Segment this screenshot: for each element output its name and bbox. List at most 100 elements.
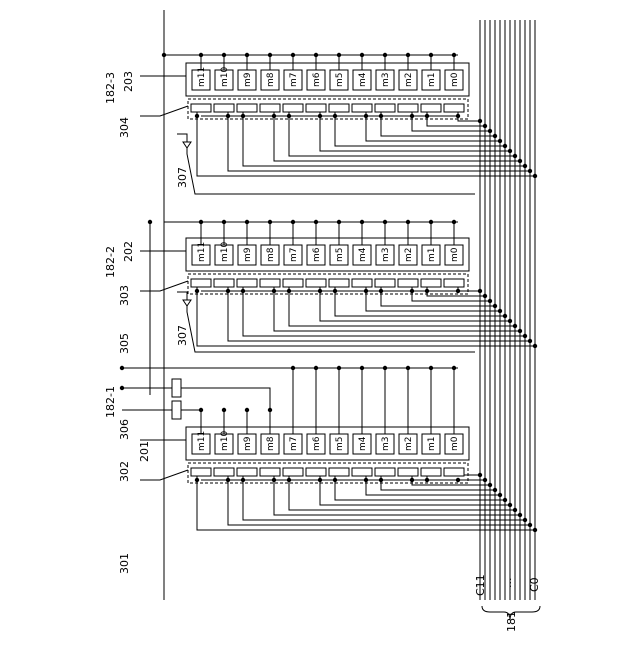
junction-dot [360, 220, 364, 224]
junction-dot [518, 159, 522, 163]
junction-dot [318, 289, 322, 293]
junction-dot [245, 220, 249, 224]
junction-dot [222, 408, 226, 412]
junction-dot [195, 289, 199, 293]
memory-cell-label: m11 [197, 242, 207, 262]
switch-element [191, 279, 211, 287]
junction-dot [483, 124, 487, 128]
switch-element [237, 104, 257, 112]
block-2: m11m10m9m8m7m6m5m4m3m2m1m0 [186, 238, 469, 294]
junction-dot [518, 329, 522, 333]
junction-dot [241, 289, 245, 293]
junction-dot [452, 366, 456, 370]
memory-cell-label: m1 [427, 437, 437, 452]
switch-element [214, 104, 234, 112]
junction-dot [425, 289, 429, 293]
junction-dot [268, 220, 272, 224]
switch-element [237, 468, 257, 476]
junction-dot [333, 114, 337, 118]
junction-dot [488, 483, 492, 487]
switch-element [421, 468, 441, 476]
junction-dot [314, 220, 318, 224]
junction-dot [272, 114, 276, 118]
memory-cell-label: m5 [335, 248, 345, 263]
junction-dot [364, 478, 368, 482]
switch-element [306, 468, 326, 476]
junction-dot [533, 528, 537, 532]
memory-cell-label: m9 [243, 72, 253, 87]
junction-dot [406, 366, 410, 370]
memory-cell-label: m0 [450, 436, 460, 451]
junction-dot [291, 366, 295, 370]
junction-dot [287, 289, 291, 293]
junction-dot [291, 53, 295, 57]
junction-dot [523, 518, 527, 522]
junction-dot [483, 478, 487, 482]
switch-element [444, 279, 464, 287]
junction-dot [314, 366, 318, 370]
junction-dot [383, 53, 387, 57]
junction-dot [245, 408, 249, 412]
junction-dot [528, 523, 532, 527]
memory-cell-label: m1 [427, 248, 437, 263]
memory-cell-label: m9 [243, 436, 253, 451]
switch-element [214, 468, 234, 476]
junction-dot [429, 220, 433, 224]
junction-dot [360, 366, 364, 370]
junction-dot [333, 289, 337, 293]
junction-dot [406, 220, 410, 224]
junction-dot [523, 334, 527, 338]
junction-dot [528, 339, 532, 343]
switch-element [421, 104, 441, 112]
junction-dot [272, 478, 276, 482]
junction-dot [383, 220, 387, 224]
switch-element [283, 468, 303, 476]
element-305-label: 305 [118, 333, 131, 354]
junction-dot [513, 508, 517, 512]
junction-dot [478, 289, 482, 293]
junction-dot [120, 386, 124, 390]
arrow-head [183, 300, 191, 306]
junction-dot [533, 174, 537, 178]
junction-dot [498, 493, 502, 497]
wire [243, 112, 525, 166]
junction-dot [508, 503, 512, 507]
segment-182-1-label: 182-1 [104, 386, 117, 418]
junction-dot [199, 408, 203, 412]
switch-element [444, 104, 464, 112]
junction-dot [508, 319, 512, 323]
junction-dot [241, 478, 245, 482]
junction-dot [318, 114, 322, 118]
switch-element [260, 104, 280, 112]
junction-dot [318, 478, 322, 482]
junction-dot [268, 53, 272, 57]
memory-cell-label: m0 [450, 247, 460, 262]
c-ellipsis-label: ... [501, 578, 514, 589]
junction-dot [523, 164, 527, 168]
junction-dot [195, 478, 199, 482]
junction-dot [429, 366, 433, 370]
segment-182-3-label: 182-3 [104, 72, 117, 104]
junction-dot [287, 114, 291, 118]
element-306-label: 306 [118, 419, 131, 440]
junction-dot [364, 289, 368, 293]
junction-dot [291, 220, 295, 224]
switch-element [214, 279, 234, 287]
memory-cell-label: m2 [404, 437, 414, 452]
wire [458, 112, 480, 121]
junction-dot [410, 289, 414, 293]
junction-dot [379, 289, 383, 293]
ref-307-label-b: 307 [176, 167, 189, 188]
switch-element [329, 279, 349, 287]
junction-dot [241, 114, 245, 118]
switch-element [191, 468, 211, 476]
junction-dot [493, 304, 497, 308]
switch-element [444, 468, 464, 476]
memory-cell-label: m0 [450, 72, 460, 87]
memory-cell-label: m4 [358, 247, 368, 262]
junction-dot [508, 149, 512, 153]
memory-cell-label: m4 [358, 436, 368, 451]
memory-cell-label: m7 [289, 248, 299, 263]
memory-cell-label: m1 [427, 73, 437, 88]
